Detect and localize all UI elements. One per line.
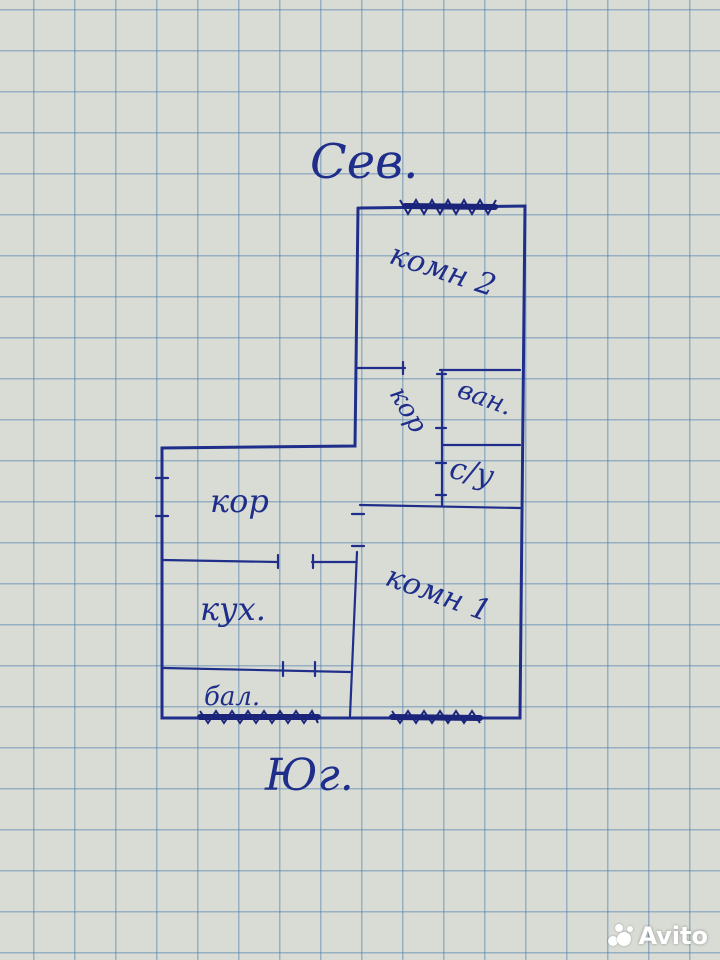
label-bathroom: ван. xyxy=(453,375,516,422)
label-south: Юг. xyxy=(264,750,354,801)
window-south-left xyxy=(197,709,321,725)
avito-wordmark: Avito xyxy=(638,922,708,950)
label-corridor-upper: кор xyxy=(383,382,433,439)
avito-watermark: Avito xyxy=(608,922,708,950)
label-north: Сев. xyxy=(310,134,418,190)
label-room1: комн 1 xyxy=(381,559,496,629)
label-room2: комн 2 xyxy=(385,237,500,304)
avito-logo-icon xyxy=(608,924,634,948)
outer-walls xyxy=(160,204,527,720)
label-corridor-main: кор xyxy=(210,482,269,520)
window-north xyxy=(399,197,498,217)
label-balcony: бал. xyxy=(204,682,260,712)
window-south-right xyxy=(389,709,483,725)
label-toilet: с/у xyxy=(446,451,497,495)
wall-room1-left xyxy=(348,550,359,718)
wall-kitchen-top xyxy=(160,558,280,564)
wall-room1-top xyxy=(358,503,522,510)
wall-balcony-top xyxy=(162,666,352,674)
label-kitchen: кух. xyxy=(200,590,266,628)
